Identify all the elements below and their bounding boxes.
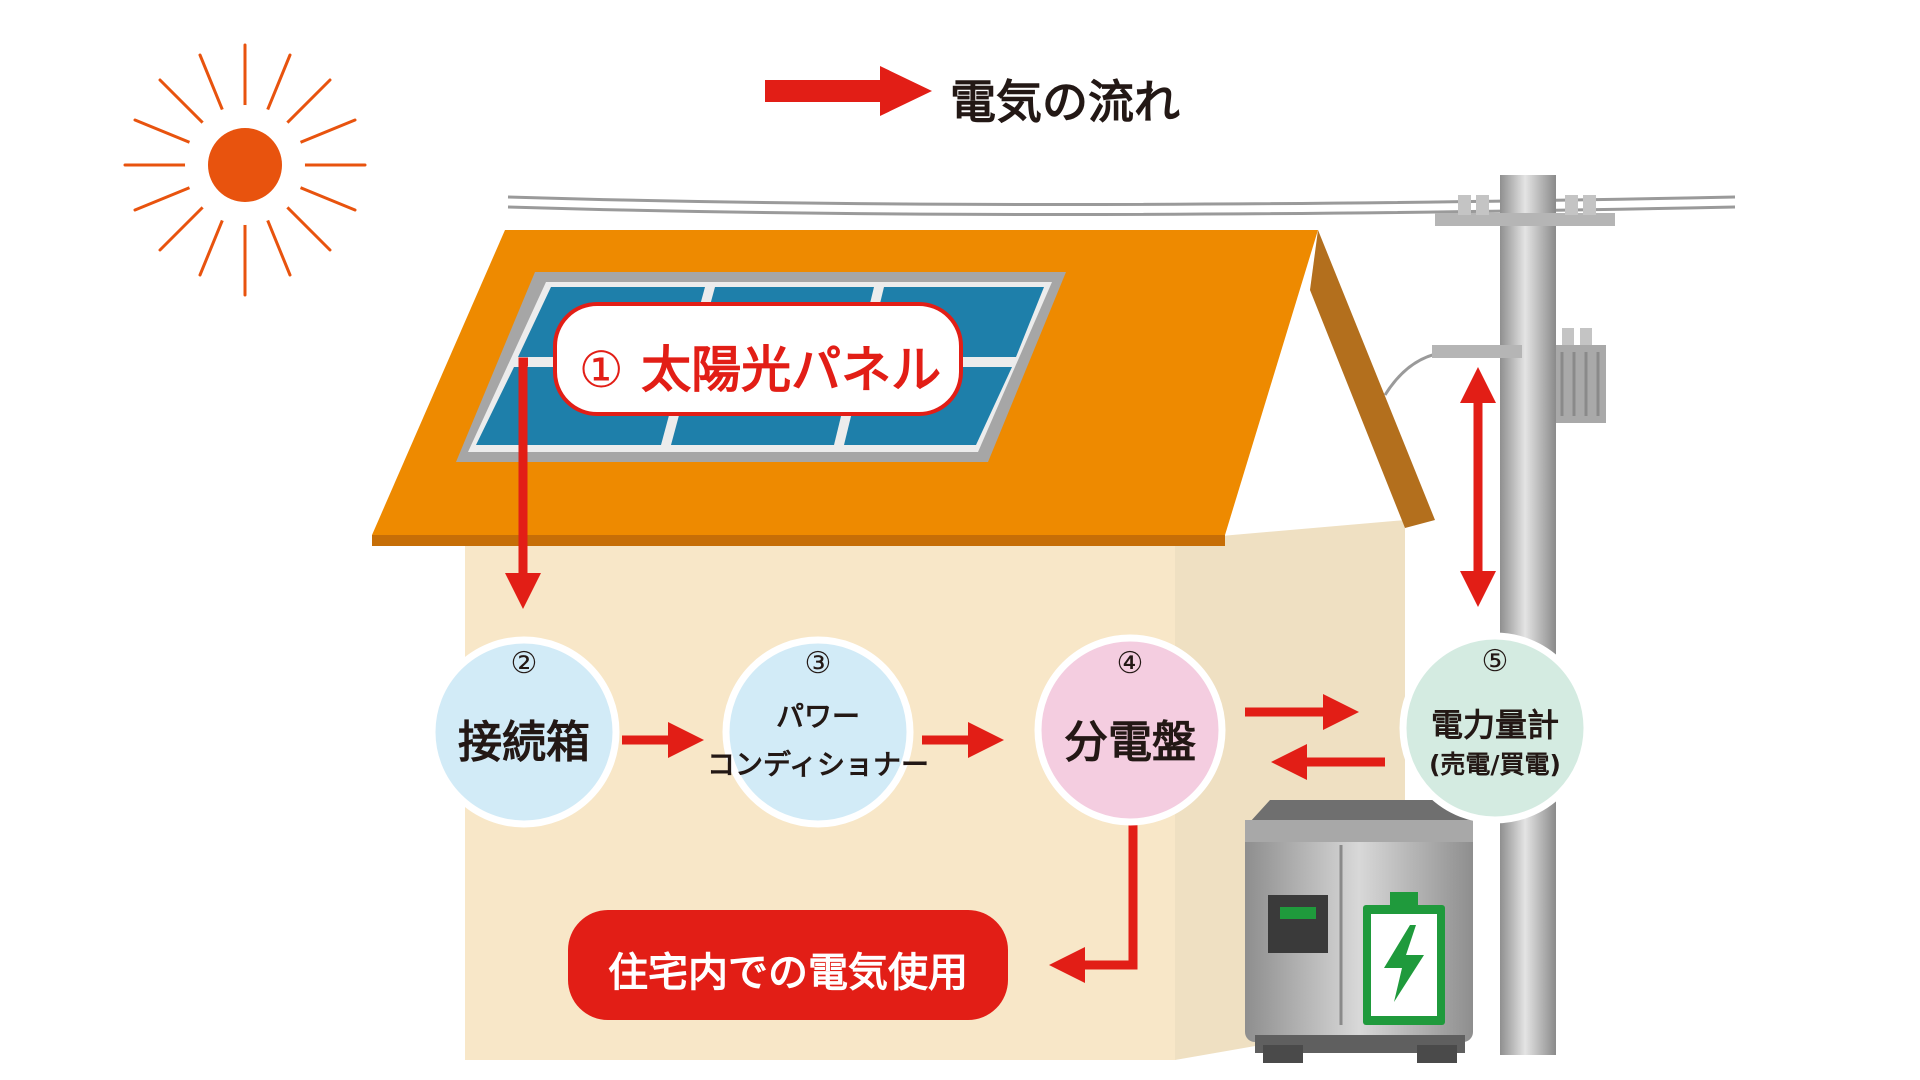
breaker-panel-number: ④ (1116, 646, 1144, 681)
breaker-panel-circle (1034, 634, 1226, 826)
junction-box-number: ② (510, 646, 538, 681)
legend-arrow-icon (765, 66, 932, 116)
power-meter-label-line2: (売電/買電) (1429, 750, 1561, 779)
home-use-label: 住宅内での電気使用 (608, 950, 968, 996)
utility-pole (1432, 175, 1615, 1055)
sun-icon (123, 43, 367, 297)
junction-box-label: 接続箱 (458, 717, 590, 768)
power-conditioner-circle (722, 636, 914, 828)
power-conditioner-label-line1: パワー (775, 700, 860, 733)
solar-panel-name: 太陽光パネル (641, 341, 942, 399)
power-meter-label-line1: 電力量計 (1430, 706, 1559, 744)
arrow-breaker-to-home (1049, 825, 1138, 983)
home-use-label-box (568, 910, 1008, 1020)
solar-panel-number: ① (578, 341, 624, 399)
power-conditioner-label-line2: コンディショナー (706, 748, 930, 781)
junction-box-circle (428, 636, 620, 828)
solar-panel-label: ① 太陽光パネル (570, 330, 950, 402)
arrow-panel-to-junction (505, 357, 541, 609)
legend-label: 電気の流れ (950, 75, 1180, 129)
solar-panel-label-box (553, 302, 963, 416)
power-meter-number: ⑤ (1481, 644, 1509, 679)
storage-battery-icon (1245, 800, 1473, 1063)
breaker-panel-label: 分電盤 (1064, 717, 1196, 768)
power-conditioner-number: ③ (804, 646, 832, 681)
flow-arrows (505, 357, 1496, 983)
power-meter-circle (1399, 632, 1591, 824)
